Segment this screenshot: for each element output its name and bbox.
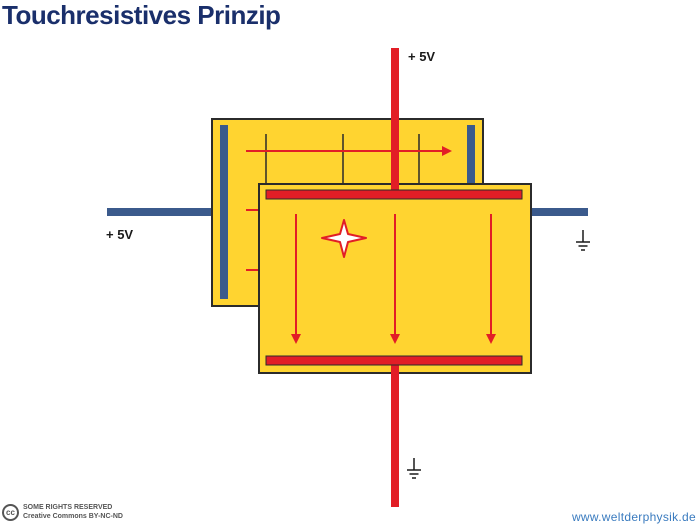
- license-notice: cc SOME RIGHTS RESERVED Creative Commons…: [2, 503, 123, 521]
- license-line2: Creative Commons BY-NC-ND: [23, 513, 123, 520]
- left-wire: [107, 208, 225, 216]
- back-right-electrode: [467, 125, 475, 185]
- front-top-electrode: [265, 189, 523, 200]
- front-bottom-electrode: [265, 355, 523, 366]
- bottom-wire: [391, 361, 399, 507]
- ground-symbol-icon: [407, 458, 421, 479]
- top-voltage-label: + 5V: [408, 49, 436, 64]
- back-left-electrode: [220, 125, 228, 299]
- ground-symbol-icon: [576, 230, 590, 251]
- cc-license-icon: cc: [2, 503, 19, 521]
- right-wire: [528, 208, 588, 216]
- page-title: Touchresistives Prinzip: [2, 0, 281, 30]
- website-link[interactable]: www.weltderphysik.de: [571, 510, 696, 524]
- touch-point-icon: [321, 219, 367, 258]
- left-voltage-label: + 5V: [106, 227, 134, 242]
- top-wire: [391, 48, 399, 195]
- license-line1: SOME RIGHTS RESERVED: [23, 504, 113, 511]
